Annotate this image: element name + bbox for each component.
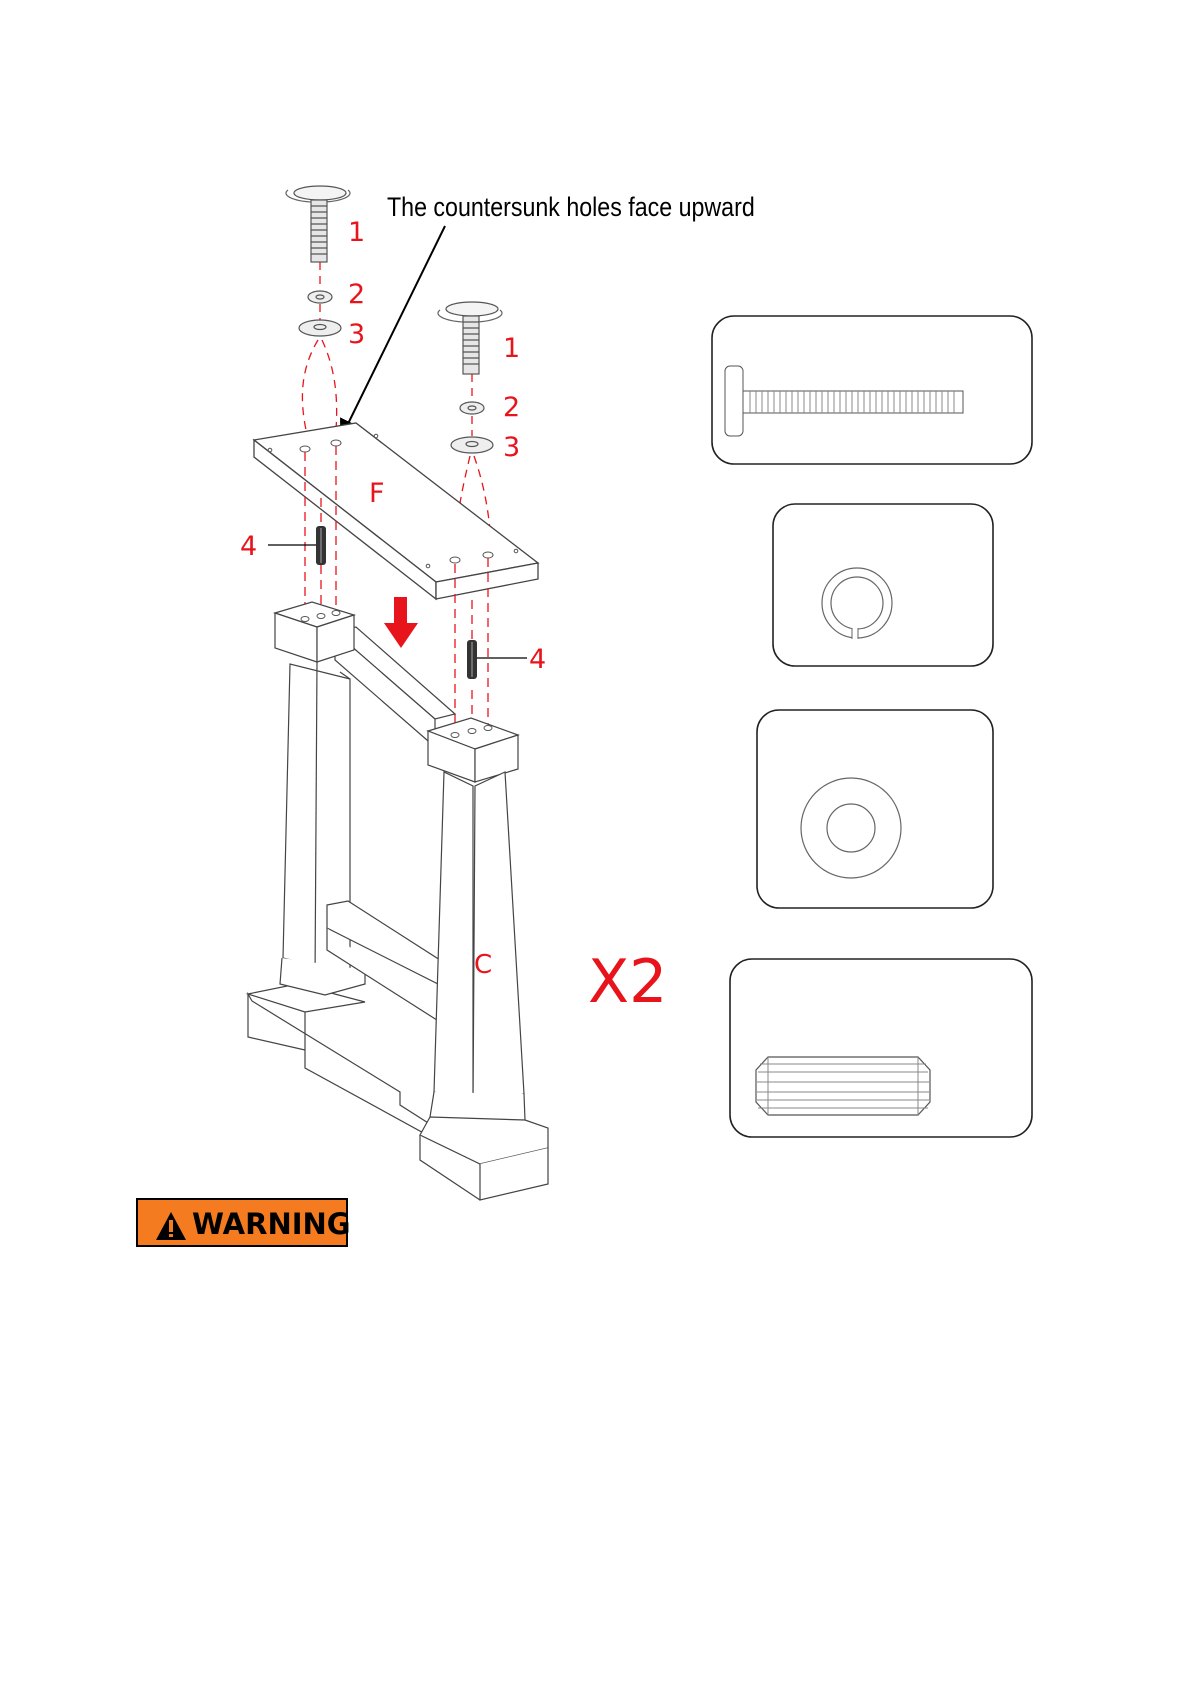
label-3-left: 3 <box>348 319 365 350</box>
detail-box-screw <box>712 316 1032 464</box>
panel-f <box>254 423 538 599</box>
label-1-right: 1 <box>503 333 520 364</box>
countersunk-note-text: The countersunk holes face upward <box>387 192 755 222</box>
label-4-right: 4 <box>529 644 546 675</box>
countersunk-note: The countersunk holes face upward <box>342 192 755 436</box>
dowel-pin-icon <box>316 526 326 565</box>
quantity-multiplier: X2 <box>588 947 667 1017</box>
label-3-right: 3 <box>503 432 520 463</box>
warning-text: WARNING <box>192 1207 351 1241</box>
leg-assembly-c <box>248 602 548 1200</box>
right-hardware-stack <box>438 302 502 453</box>
left-hardware-stack <box>286 186 350 336</box>
detail-box-flat-washer <box>757 710 993 908</box>
label-2-left: 2 <box>348 279 365 310</box>
dowel-pin-icon <box>467 640 477 679</box>
label-leg-c: C <box>474 950 492 980</box>
detail-box-dowel <box>730 959 1032 1137</box>
label-2-right: 2 <box>503 392 520 423</box>
down-arrow-icon <box>384 597 418 648</box>
screw-icon <box>438 302 502 374</box>
left-hardware-guide <box>302 262 336 430</box>
flat-washer-icon <box>299 320 341 336</box>
split-lock-washer-icon <box>308 291 332 303</box>
split-lock-washer-icon <box>460 402 484 414</box>
screw-icon <box>286 186 350 262</box>
flat-washer-icon <box>451 437 493 453</box>
warning-badge: WARNING <box>137 1199 351 1246</box>
label-4-left: 4 <box>240 531 257 562</box>
label-panel-f: F <box>369 478 385 509</box>
label-1-left: 1 <box>348 217 365 248</box>
detail-box-lock-washer <box>773 504 993 666</box>
